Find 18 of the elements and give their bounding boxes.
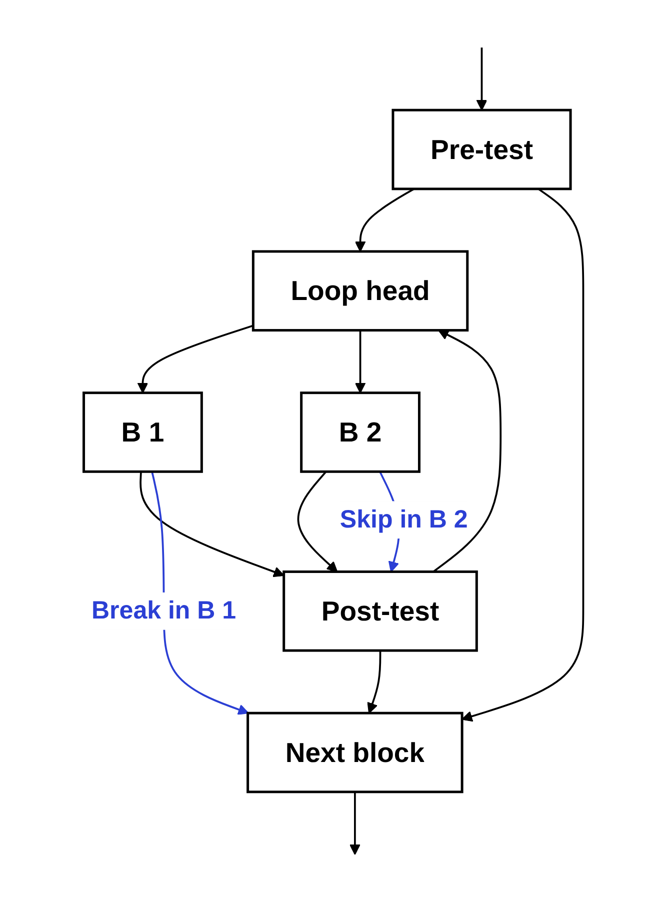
arrow [349,792,360,855]
arrow [354,330,366,394]
edge-label: Skip in B 2 [340,506,468,534]
edge-label: Break in B 1 [91,597,236,625]
arrow [354,188,414,252]
arrow [367,650,382,714]
arrow [476,48,488,111]
node-box: B 1 [82,392,203,473]
arrow [462,188,584,722]
arrow [297,471,338,572]
arrow [140,472,284,578]
node-box: Next block [246,712,464,794]
node-box: Post-test [282,570,478,652]
arrow [137,324,254,394]
arrow [432,330,502,572]
node-box: Pre-test [392,108,572,190]
node-box: Loop head [252,250,469,332]
node-box: B 2 [300,392,420,473]
